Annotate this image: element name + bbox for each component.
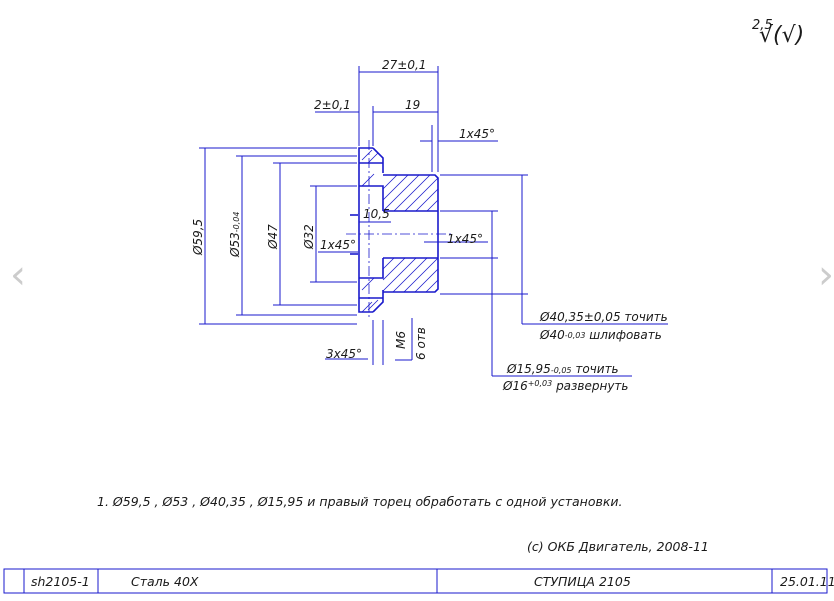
dim-d53: Ø53-0,04 [228, 212, 242, 258]
diameter-dimensions: Ø59,5 Ø53-0,04 Ø47 Ø32 [191, 147, 357, 325]
dim-total-length: 27±0,1 [382, 58, 426, 72]
dim-chamfer-bore-left: 1x45° [320, 238, 356, 252]
dim-hub-length: 19 [405, 98, 420, 112]
dim-chamfer-bore-right: 1x45° [447, 232, 483, 246]
drawing-date: 25.01.11 [780, 574, 834, 589]
copyright: (с) ОКБ Двигатель, 2008-11 [527, 539, 709, 554]
dim-d32: Ø32 [302, 224, 316, 250]
counterbore-bottom [359, 258, 384, 279]
technical-note: 1. Ø59,5 , Ø53 , Ø40,35 , Ø15,95 и правы… [97, 494, 623, 509]
roughness-symbol: √(√) [759, 23, 804, 48]
hatch-bottom [361, 257, 439, 313]
part-name: СТУПИЦА 2105 [534, 574, 631, 589]
part-section [346, 140, 452, 320]
dim-chamfer-flange: 3x45° [326, 347, 362, 361]
hub-dia-turn: Ø40,35±0,05 точить [539, 310, 668, 324]
dim-flange-thickness: 2±0,1 [314, 98, 351, 112]
bore-turn: Ø15,95-0,05 точить [506, 362, 619, 376]
flange-outline [358, 147, 373, 313]
roughness-value: 2,5 [752, 18, 773, 33]
right-callouts: Ø40,35±0,05 точить Ø40-0,03 шлифовать Ø1… [440, 174, 668, 393]
dim-d59-5: Ø59,5 [191, 219, 205, 256]
title-block: sh2105-1 Сталь 40Х СТУПИЦА 2105 25.01.11 [3, 568, 834, 594]
thread-callout: M6 6 отв [394, 318, 428, 361]
next-arrow-icon[interactable]: › [818, 252, 834, 298]
drawing-number: sh2105-1 [31, 574, 90, 589]
hatch-top [361, 149, 439, 212]
length-dimensions: 27±0,1 2±0,1 19 1x45° 10,5 1x45° 1x45° 3… [314, 58, 498, 365]
roughness-mark: 2,5 √(√) [752, 18, 804, 48]
counterbore-top [359, 185, 384, 211]
prev-arrow-icon[interactable]: ‹ [10, 252, 26, 298]
dim-chamfer-right: 1x45° [459, 127, 495, 141]
dim-d47: Ø47 [266, 224, 280, 250]
flange-chamfer-bottom [372, 290, 384, 313]
thread-size: M6 [394, 331, 408, 349]
hub-dia-grind: Ø40-0,03 шлифовать [539, 328, 662, 342]
dim-step-depth: 10,5 [363, 207, 390, 221]
flange-chamfer-top [372, 147, 384, 173]
material: Сталь 40Х [131, 574, 199, 589]
thread-holes: 6 отв [414, 327, 428, 360]
bore-ream: Ø16+0,03 развернуть [502, 379, 629, 393]
